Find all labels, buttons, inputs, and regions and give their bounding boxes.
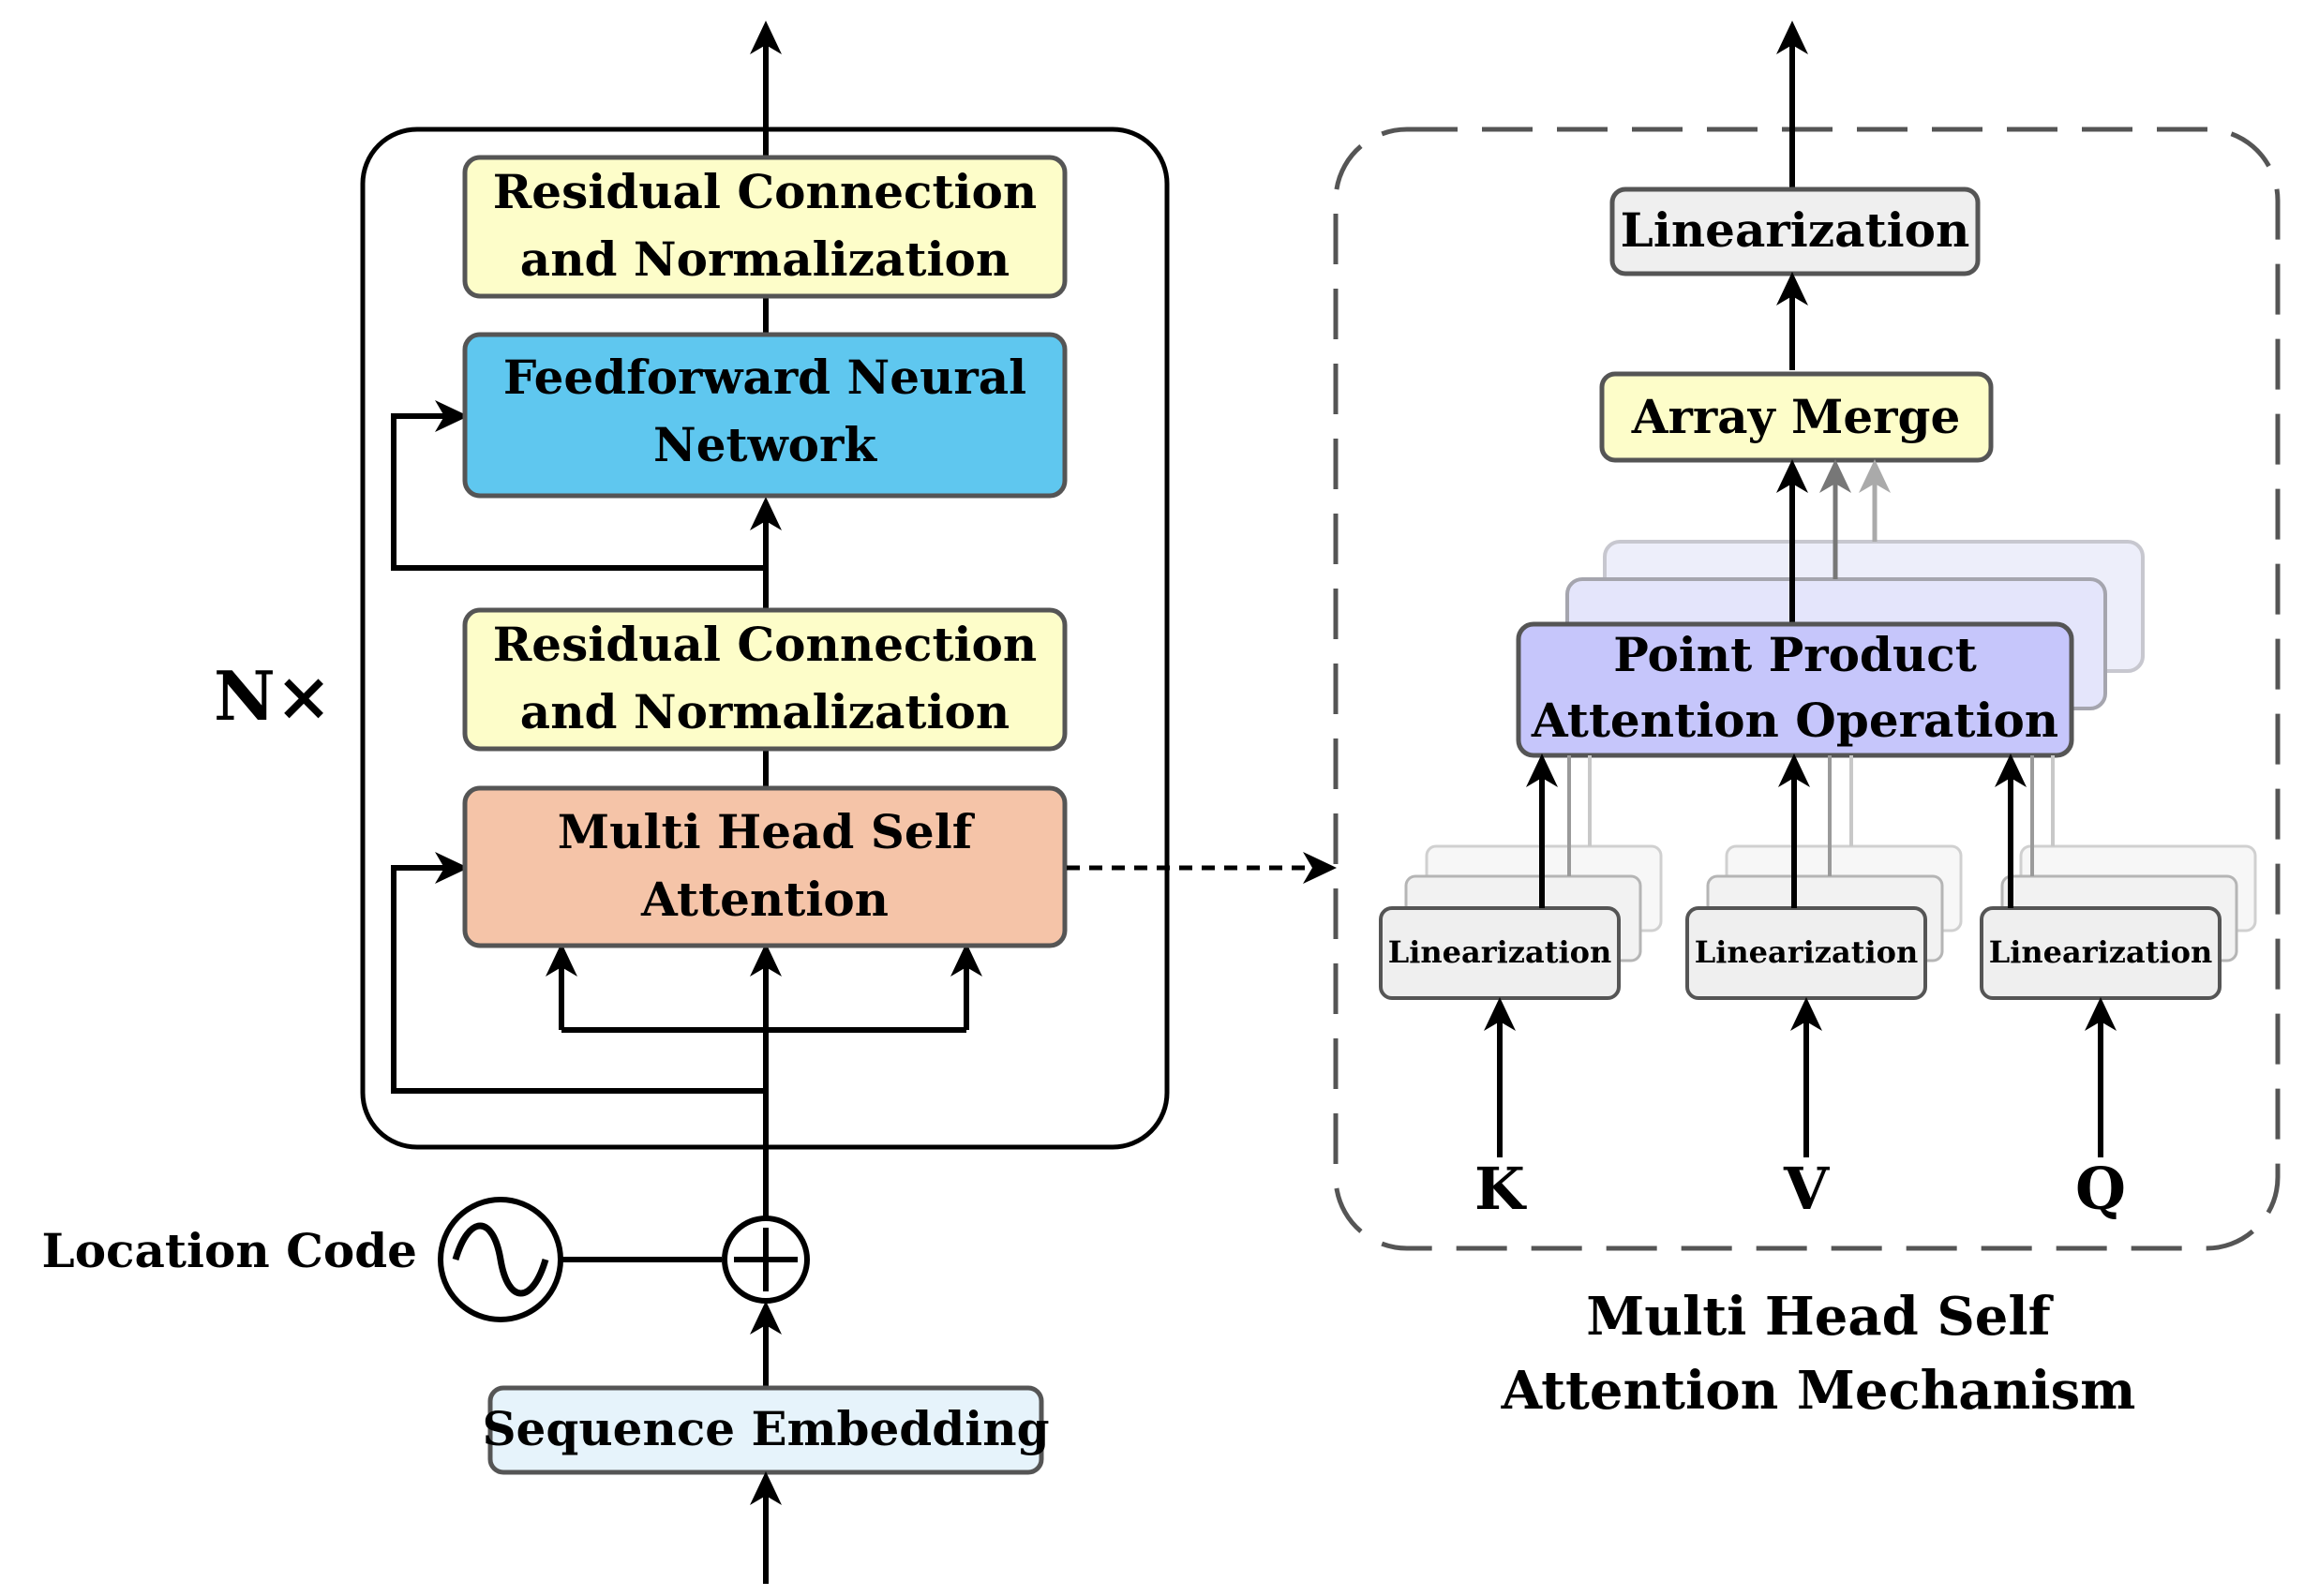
linearization-top-label: Linearization <box>1621 202 1970 258</box>
feedforward-line2: Network <box>653 417 877 472</box>
feedforward-line1: Feedforward Neural <box>503 350 1026 405</box>
mechanism-caption-line2: Attention Mechanism <box>1501 1360 2136 1422</box>
feedforward-box <box>462 332 1068 499</box>
mhsa-box <box>462 785 1068 948</box>
residual-norm-top-line1: Residual Connection <box>493 164 1038 219</box>
location-code-label: Location Code <box>42 1223 417 1278</box>
point-product-line2: Attention Operation <box>1531 693 2058 748</box>
array-merge-label: Array Merge <box>1631 389 1961 444</box>
q-label: Q <box>2075 1155 2126 1223</box>
sequence-embedding-label: Sequence Embedding <box>482 1401 1049 1456</box>
ff-skip-connection <box>391 400 766 571</box>
residual-norm-top-box <box>462 155 1068 299</box>
residual-norm-bottom-box <box>462 607 1068 752</box>
mhsa-line1: Multi Head Self <box>558 804 976 859</box>
k-label: K <box>1474 1155 1527 1223</box>
mhsa-line2: Attention <box>640 872 889 927</box>
mhsa-skip-connection <box>391 852 766 1094</box>
k-linearization-label: Linearization <box>1388 934 1611 970</box>
q-linearization-label: Linearization <box>1989 934 2212 970</box>
residual-norm-bottom-line1: Residual Connection <box>493 617 1038 672</box>
v-label: V <box>1783 1155 1830 1223</box>
sine-wave-icon <box>452 1222 549 1297</box>
point-product-line1: Point Product <box>1613 627 1977 682</box>
v-linearization-label: Linearization <box>1695 934 1918 970</box>
mechanism-caption-line1: Multi Head Self <box>1586 1286 2054 1348</box>
repeat-label: N× <box>214 656 332 736</box>
residual-norm-top-line2: and Normalization <box>520 231 1010 287</box>
residual-norm-bottom-line2: and Normalization <box>520 684 1010 739</box>
mechanism-frame <box>1333 127 2281 1251</box>
